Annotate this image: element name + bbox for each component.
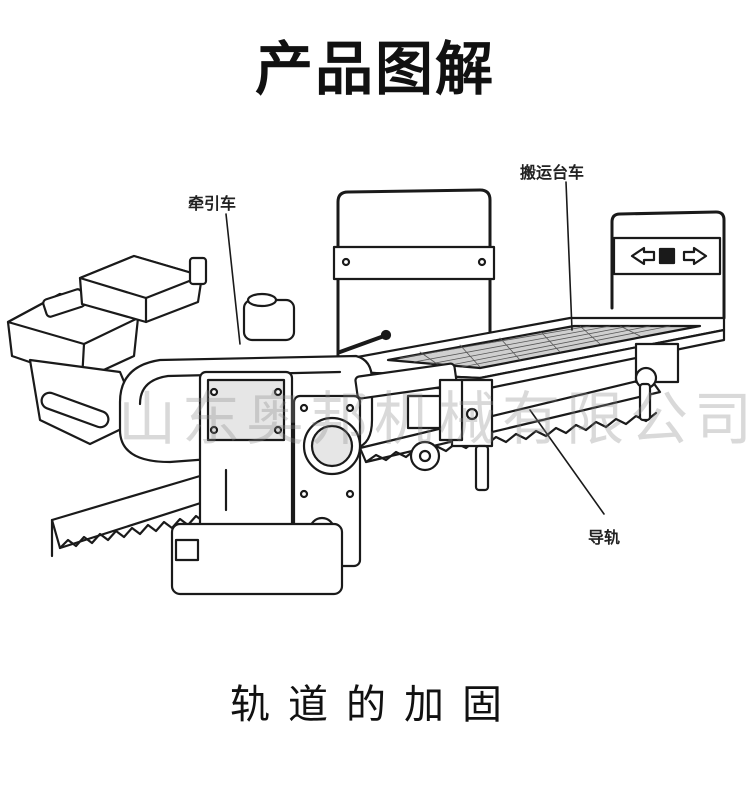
watermark: 山东奥邦机械有限公司 <box>118 385 750 453</box>
label-traction-car: 牵引车 <box>188 194 237 213</box>
traction-car <box>6 254 464 596</box>
label-guide-rail: 导轨 <box>588 528 621 547</box>
label-transport-cart: 搬运台车 <box>520 163 585 182</box>
leader-lines <box>225 181 605 515</box>
leader-transport-cart <box>565 181 573 331</box>
caption: 轨道的加固 <box>230 682 520 728</box>
page-title: 产品图解 <box>254 35 495 103</box>
transport-cart <box>332 188 726 492</box>
leader-traction-car <box>225 213 241 345</box>
leader-guide-rail <box>529 409 605 515</box>
